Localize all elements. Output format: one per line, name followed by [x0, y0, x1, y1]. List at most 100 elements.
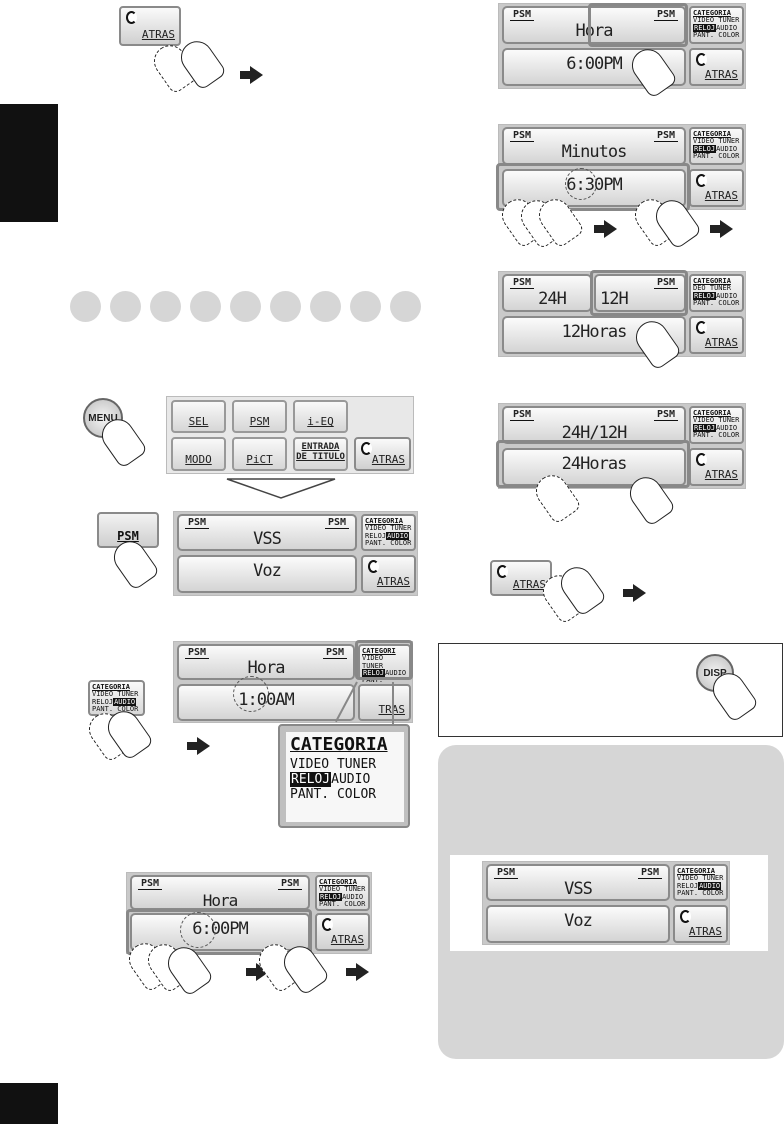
- knob-icon: [696, 321, 707, 334]
- highlight-frame: [496, 163, 690, 211]
- category-box[interactable]: CATEGORIA VIDEO TUNER RELOJAUDIO PANT. C…: [315, 875, 370, 911]
- atras-button[interactable]: ATRAS: [689, 48, 744, 86]
- category-row: RELOJAUDIO: [365, 531, 410, 540]
- category-box[interactable]: CATEGORIA VIDEO TUNER RELOJAUDIO PANT. C…: [689, 406, 744, 444]
- category-row: PANT. COLOR: [365, 539, 412, 548]
- category-title: CATEGORIA: [693, 9, 731, 17]
- category-title: CATEGORI: [362, 647, 396, 655]
- top-pane: PSM PSM Hora: [502, 6, 686, 44]
- category-row: DEO TUNER: [693, 284, 731, 293]
- step-dot: [110, 291, 141, 322]
- display-bottom: 6:00PM: [566, 54, 622, 74]
- knob-icon: [696, 53, 707, 66]
- atras-label: ATRAS: [704, 189, 738, 202]
- category-row: PANT. COLOR: [693, 299, 740, 308]
- psm-next-label: PSM: [322, 647, 347, 659]
- step-dot: [310, 291, 341, 322]
- atras-label: ATRAS: [704, 336, 738, 349]
- info-panel-inset: PSM PSM VSS Voz CATEGORIA VIDEO TUNER RE…: [450, 855, 768, 951]
- ieq-button[interactable]: i-EQ: [293, 400, 348, 433]
- knob-icon: [368, 560, 379, 573]
- knob-icon: [361, 442, 372, 455]
- category-title: CATEGORIA: [693, 130, 731, 138]
- category-box[interactable]: CATEGORIA VIDEO TUNER RELOJAUDIO PANT. C…: [689, 127, 744, 165]
- psm-prev-label: PSM: [510, 9, 535, 21]
- right-arrow-icon: [240, 66, 263, 84]
- category-row: VIDEO TUNER: [677, 874, 724, 883]
- psm-prev-label: PSM: [510, 409, 535, 421]
- category-box[interactable]: CATEGORIA VIDEO TUNER RELOJAUDIO PANT. C…: [689, 6, 744, 44]
- knob-icon: [126, 11, 137, 24]
- category-row: RELOJAUDIO: [693, 291, 738, 300]
- knob-icon: [497, 565, 508, 578]
- top-pane: PSM PSM VSS: [486, 864, 670, 901]
- sel-button[interactable]: SEL: [171, 400, 226, 433]
- display-top-left: 24H: [538, 289, 567, 309]
- atras-button[interactable]: ATRAS: [354, 437, 411, 471]
- display-top-right: 12H: [600, 289, 629, 309]
- category-row: RELOJAUDIO: [693, 144, 738, 153]
- right-arrow-icon: [187, 737, 210, 755]
- category-row: RELOJAUDIO: [677, 881, 722, 890]
- clock-format-screen: PSM 24H PSM 12H 12Horas CATEGORIA DEO TU…: [498, 271, 746, 357]
- pict-label: PiCT: [246, 453, 273, 466]
- atras-button[interactable]: TRAS: [358, 684, 411, 721]
- down-arrow-outline-icon: [226, 478, 336, 499]
- category-row: PANT. COLOR: [92, 705, 139, 714]
- category-row: VIDEO TUNER: [319, 885, 366, 894]
- category-box[interactable]: CATEGORIA DEO TUNER RELOJAUDIO PANT. COL…: [689, 274, 744, 312]
- psm-next-label: PSM: [637, 867, 662, 879]
- atras-label: ATRAS: [688, 925, 722, 938]
- category-row: RELOJAUDIO: [92, 697, 137, 706]
- atras-button[interactable]: ATRAS: [119, 6, 181, 46]
- category-row: VIDEO TUNER: [693, 137, 740, 146]
- psm-label: PSM: [117, 529, 139, 543]
- psm-next-label: PSM: [324, 517, 349, 529]
- callout-line: [392, 682, 394, 727]
- atras-button[interactable]: ATRAS: [673, 905, 728, 943]
- titulo-label: DE TITULO: [296, 451, 345, 462]
- display-top: 24H/12H: [561, 423, 628, 443]
- knob-icon: [696, 453, 707, 466]
- category-row: VIDEO TUNER: [693, 16, 740, 25]
- category-zoom: CATEGORIA VIDEO TUNER RELOJAUDIO PANT. C…: [278, 724, 410, 828]
- atras-button[interactable]: ATRAS: [689, 448, 744, 486]
- atras-button[interactable]: ATRAS: [361, 555, 416, 593]
- category-title-zoom: CATEGORIA: [290, 734, 388, 755]
- category-row: PANT. COLOR: [693, 31, 740, 40]
- modo-label: MODO: [185, 453, 212, 466]
- category-title: CATEGORIA: [677, 867, 715, 875]
- atras-label: ATRAS: [330, 933, 364, 946]
- psm-label: PSM: [249, 415, 270, 428]
- category-row: PANT. COLOR: [693, 152, 740, 161]
- top-pane-right: PSM 12H: [594, 274, 686, 312]
- top-pane: PSM PSM Hora: [130, 875, 310, 910]
- category-title: CATEGORIA: [319, 878, 357, 886]
- highlight-frame: [588, 3, 688, 47]
- atras-label: ATRAS: [376, 575, 410, 588]
- highlight-frame: [496, 440, 690, 488]
- display-top: Minutos: [561, 142, 628, 162]
- right-arrow-icon: [710, 220, 733, 238]
- entrada-label: ENTRADA: [301, 441, 340, 452]
- atras-button[interactable]: ATRAS: [689, 316, 744, 354]
- step-dot: [270, 291, 301, 322]
- blink-burst-icon: [233, 676, 269, 712]
- psm-prev-label: PSM: [185, 517, 210, 529]
- step-dot: [230, 291, 261, 322]
- category-row: RELOJAUDIO: [693, 23, 738, 32]
- pict-button[interactable]: PiCT: [232, 437, 287, 471]
- atras-button[interactable]: ATRAS: [689, 169, 744, 207]
- category-box[interactable]: CATEGORIA VIDEO TUNER RELOJAUDIO PANT. C…: [361, 514, 416, 551]
- step-dot: [70, 291, 101, 322]
- atras-button[interactable]: ATRAS: [315, 913, 370, 951]
- entrada-titulo-button[interactable]: ENTRADA DE TITULO: [293, 437, 348, 471]
- category-button[interactable]: CATEGORIA VIDEO TUNER RELOJAUDIO PANT. C…: [88, 680, 145, 716]
- highlight-frame: [590, 270, 688, 316]
- psm-button[interactable]: PSM: [232, 400, 287, 433]
- language-tab: [0, 104, 58, 222]
- modo-button[interactable]: MODO: [171, 437, 226, 471]
- psm-next-label: PSM: [653, 9, 678, 21]
- psm-prev-label: PSM: [185, 647, 210, 659]
- category-box[interactable]: CATEGORIA VIDEO TUNER RELOJAUDIO PANT. C…: [673, 864, 728, 901]
